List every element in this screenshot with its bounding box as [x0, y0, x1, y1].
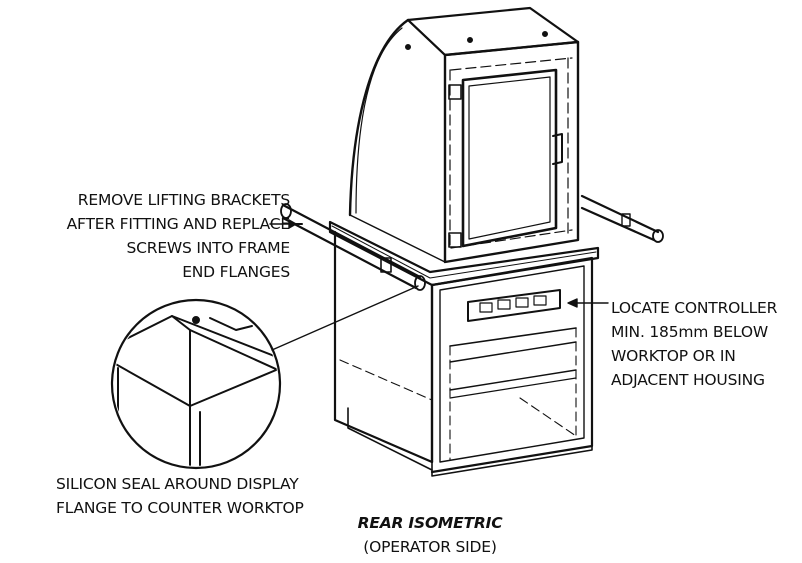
view-caption: REAR ISOMETRIC (OPERATOR SIDE): [340, 511, 520, 559]
seal-detail-circle: [110, 298, 282, 470]
lifting-bracket-right: [580, 194, 664, 243]
display-cabinet: [348, 6, 580, 264]
note-line: SILICON SEAL AROUND DISPLAY: [56, 475, 299, 493]
note-line: REMOVE LIFTING BRACKETS: [77, 191, 290, 209]
view-subtitle: (OPERATOR SIDE): [363, 538, 497, 556]
base-cabinet: [333, 230, 594, 477]
leader-lines: [269, 219, 609, 351]
seal-note: SILICON SEAL AROUND DISPLAY FLANGE TO CO…: [56, 472, 304, 520]
note-line: SCREWS INTO FRAME: [126, 239, 290, 257]
note-line: LOCATE CONTROLLER: [611, 299, 778, 317]
rear-door: [448, 68, 563, 248]
note-line: MIN. 185mm BELOW: [611, 323, 768, 341]
note-line: WORKTOP OR IN: [611, 347, 736, 365]
controller-note: LOCATE CONTROLLER MIN. 185mm BELOW WORKT…: [611, 296, 777, 392]
controller-panel: [467, 289, 561, 322]
note-line: FLANGE TO COUNTER WORKTOP: [56, 499, 304, 517]
lifting-bracket-left: [280, 203, 426, 291]
note-line: END FLANGES: [182, 263, 290, 281]
lifting-brackets-note: REMOVE LIFTING BRACKETS AFTER FITTING AN…: [8, 188, 291, 284]
view-title: REAR ISOMETRIC: [357, 514, 503, 532]
note-line: ADJACENT HOUSING: [611, 371, 765, 389]
note-line: AFTER FITTING AND REPLACE: [66, 215, 291, 233]
counter-worktop: [328, 220, 600, 287]
